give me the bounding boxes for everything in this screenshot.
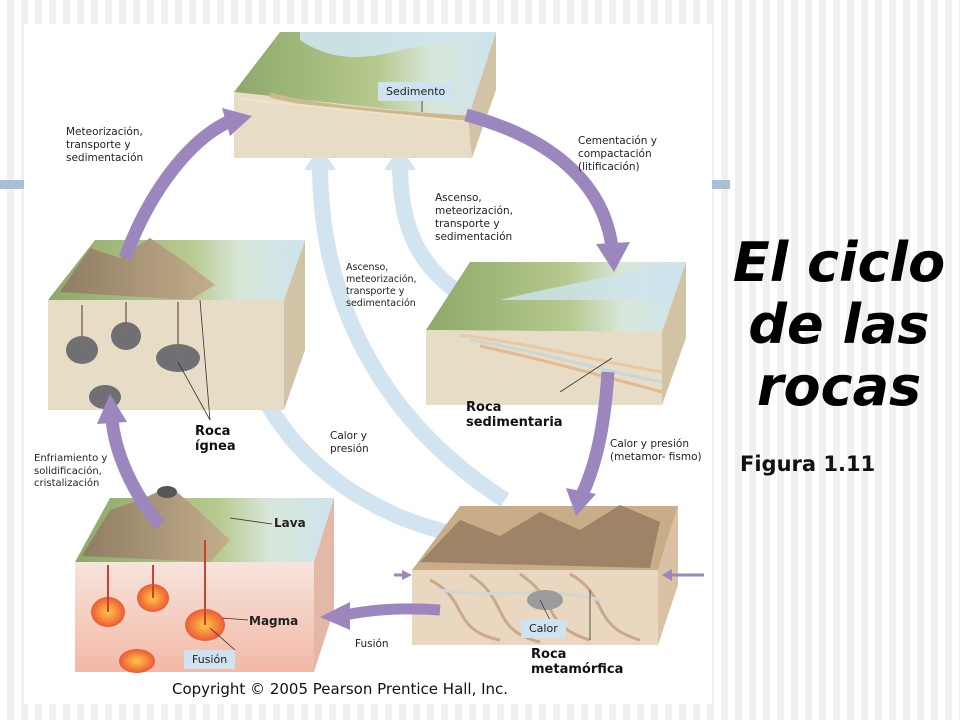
- label-sedimento: Sedimento: [378, 82, 454, 101]
- label-cementacion: Cementación y compactación (litificación…: [578, 135, 658, 173]
- label-calor-presion-2: Calor y presión (metamor- fismo): [610, 438, 702, 463]
- label-roca-ignea: Roca ígnea: [195, 424, 236, 454]
- sedimentary-block: [426, 262, 686, 405]
- arrow-sedimentary-to-metamorphic: [566, 371, 615, 516]
- arrow-metamorphic-to-magma: [320, 602, 441, 630]
- accent-bar-right: [712, 180, 730, 189]
- label-calor-presion-1: Calor y presión: [330, 430, 369, 455]
- label-roca-sedimentaria: Roca sedimentaria: [466, 400, 563, 430]
- pressure-arrow-left: [394, 570, 412, 580]
- sediment-block: [234, 32, 496, 158]
- arrow-magma-to-igneous: [97, 394, 165, 530]
- accent-bar-left: [0, 180, 24, 189]
- label-enfriamiento: Enfriamiento y solidificación, cristaliz…: [34, 453, 108, 489]
- igneous-block: [48, 238, 305, 410]
- label-magma: Magma: [249, 614, 299, 628]
- label-lava: Lava: [274, 516, 306, 530]
- leader-lines: [177, 100, 613, 651]
- label-meteorizacion: Meteorización, transporte y sedimentació…: [66, 126, 144, 164]
- magma-block: [75, 486, 334, 673]
- label-fusion-arrow: Fusión: [355, 638, 389, 650]
- arrow-igneous-to-sediment: [118, 108, 252, 261]
- metamorphic-block: [412, 505, 678, 645]
- pressure-arrow-right: [662, 569, 704, 581]
- slide-title: El ciclo de las rocas: [732, 231, 946, 418]
- label-fusion-box: Fusión: [184, 650, 236, 669]
- label-calor-box: Calor: [521, 619, 566, 638]
- copyright: Copyright © 2005 Pearson Prentice Hall, …: [172, 680, 509, 698]
- label-ascenso-2: Ascenso, meteorización, transporte y sed…: [346, 262, 417, 309]
- arrow-sediment-to-sedimentary: [464, 108, 630, 272]
- label-roca-metamorfica: Roca metamórfica: [531, 647, 624, 677]
- label-ascenso-1: Ascenso, meteorización, transporte y sed…: [435, 192, 513, 243]
- figure-number: Figura 1.11: [740, 452, 876, 476]
